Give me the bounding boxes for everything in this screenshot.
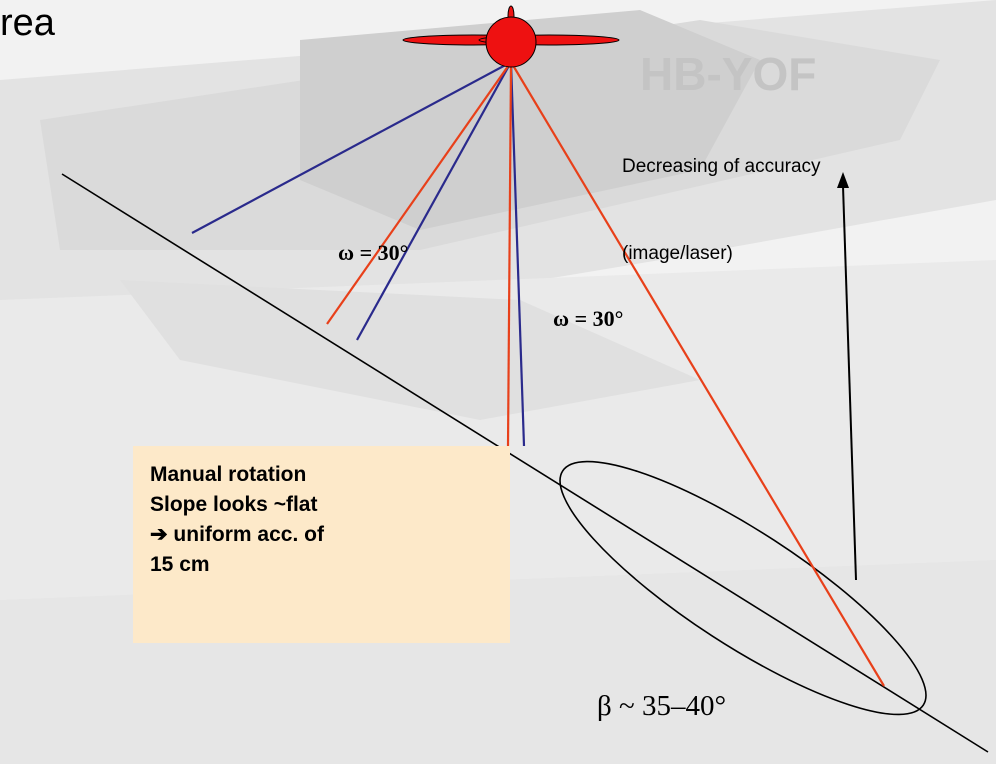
accuracy-label: Decreasing of accuracy (image/laser) [622, 94, 821, 297]
omega-angle-right: ω = 30° [553, 306, 624, 331]
beta-slope-angle: β ~ 35–40° [597, 690, 727, 722]
blue-ray-nadir [509, 61, 526, 447]
red-ray-nadir [506, 61, 513, 447]
accuracy-arrow [837, 172, 857, 581]
accuracy-label-line1: Decreasing of accuracy [622, 156, 821, 177]
note-line-2: Slope looks ~flat [150, 493, 318, 516]
blue-ray-left [191, 61, 512, 234]
slide-title-fragment: rea [0, 2, 55, 44]
aircraft-icon [402, 5, 620, 68]
accuracy-label-line2: (image/laser) [622, 243, 733, 264]
red-ray-right [510, 61, 885, 687]
note-line-3: ➔ uniform acc. of [150, 523, 324, 546]
slope-line [61, 173, 989, 753]
red-rays [326, 61, 885, 687]
accuracy-ellipse [559, 460, 927, 716]
svg-text:HB-YOF: HB-YOF [640, 48, 816, 100]
note-line-4: 15 cm [150, 553, 210, 576]
blue-ray-middle [356, 61, 512, 341]
red-ray-left [326, 61, 512, 325]
note-box: Manual rotation Slope looks ~flat ➔ unif… [133, 446, 510, 643]
note-line-1: Manual rotation [150, 463, 307, 486]
blue-rays [191, 61, 526, 447]
omega-angle-left: ω = 30° [338, 240, 409, 265]
